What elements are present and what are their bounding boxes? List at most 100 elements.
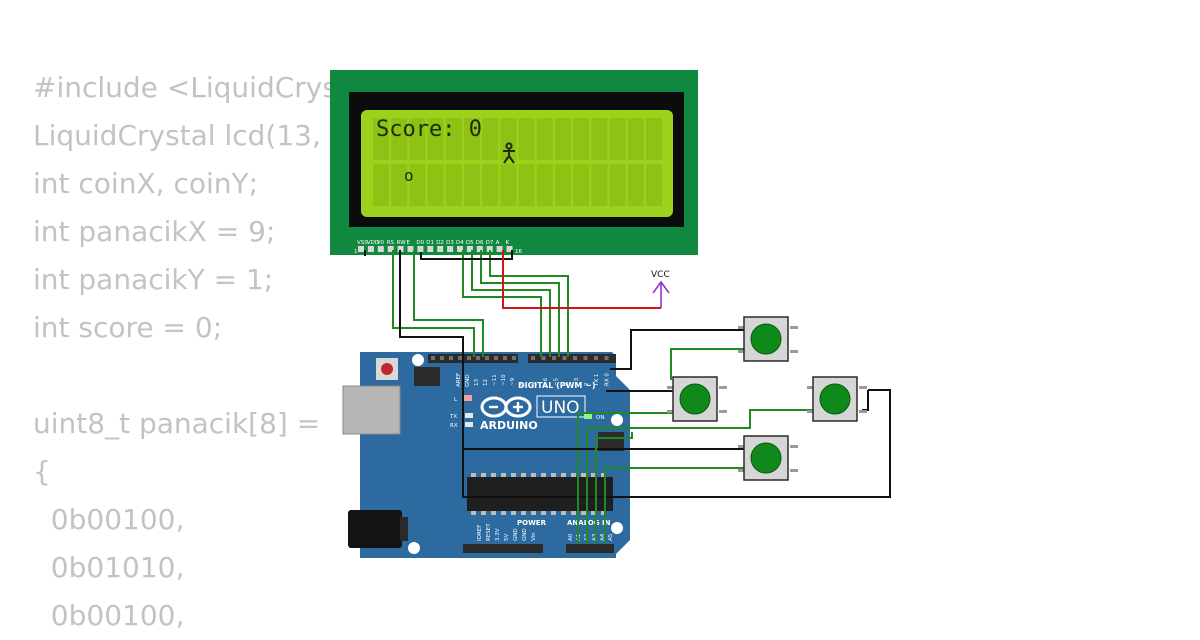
lcd-pin[interactable] [496, 246, 503, 252]
power-header[interactable] [463, 544, 543, 553]
digital-pin-label: 13 [474, 379, 480, 386]
lcd-pin[interactable] [407, 246, 414, 252]
lcd-pin[interactable] [476, 246, 483, 252]
chip-pin [551, 511, 556, 515]
push-button-4[interactable] [738, 435, 798, 481]
l-led-label: L [454, 397, 458, 403]
lcd-pin[interactable] [397, 246, 404, 252]
lcd-pin[interactable] [466, 246, 473, 252]
button-cap[interactable] [750, 323, 782, 355]
chip-pin [571, 473, 576, 477]
lcd-pin[interactable] [447, 246, 454, 252]
uno-box [536, 395, 586, 418]
lcd-char-cell [500, 164, 517, 206]
lcd-char-cell [646, 164, 662, 206]
lcd-pin[interactable] [358, 246, 364, 252]
pin-hole [458, 356, 462, 360]
digital-label: DIGITAL (PWM ~) [518, 381, 596, 390]
button-leg [667, 410, 675, 413]
lcd-char-cell [518, 118, 535, 160]
analog-header[interactable] [566, 544, 614, 553]
chip-pin [491, 511, 496, 515]
lcd-char-cell [591, 118, 608, 160]
button-leg [807, 386, 815, 389]
aref-label: AREF [456, 373, 462, 387]
power-pin-label: RESET [486, 523, 492, 541]
wire-lcd-rw [399, 250, 891, 498]
digital-header-left[interactable] [428, 354, 518, 363]
chip-pin [561, 473, 566, 477]
analog-label: ANALOG IN [567, 519, 611, 527]
button-cap[interactable] [819, 383, 851, 415]
lcd-score-text: Score: 0 [376, 117, 482, 142]
lcd-char-cell [573, 164, 590, 206]
button-cap[interactable] [750, 442, 782, 474]
l-led [463, 395, 472, 401]
lcd-char-cell [518, 164, 535, 206]
lcd-pin[interactable] [367, 246, 374, 252]
digital-pin-label: ~6 [543, 377, 549, 386]
lcd-char-cell [609, 118, 626, 160]
chip-pin [501, 473, 506, 477]
lcd-pin[interactable] [417, 246, 424, 252]
lcd-pin[interactable] [437, 246, 444, 252]
push-button-2[interactable] [667, 376, 727, 422]
code-line: int panacikX = 9; [33, 215, 276, 248]
pin-hole [467, 356, 471, 360]
uno-label: UNO [541, 398, 580, 418]
button-leg [790, 350, 798, 353]
lcd-pin[interactable] [506, 246, 513, 252]
lcd-char-cell [445, 118, 462, 160]
lcd-pin[interactable] [377, 246, 384, 252]
pin-hole [562, 356, 567, 360]
push-button-1[interactable] [738, 316, 798, 362]
chip-pin [541, 511, 546, 515]
power-pin-label: IOREF [477, 525, 483, 541]
lcd-pin-label: VSS [357, 240, 368, 246]
on-label: ON [596, 415, 604, 421]
lcd-char-cell [536, 118, 553, 160]
pin-hole [494, 356, 498, 360]
button-leg [738, 350, 746, 353]
lcd-char-cell [627, 164, 644, 206]
mount-hole-1 [412, 354, 424, 366]
digital-header-right[interactable] [528, 354, 616, 363]
lcd-char-cell [482, 164, 499, 206]
reset-button[interactable] [381, 363, 393, 375]
push-button-3[interactable] [807, 376, 867, 422]
lcd-pin-last: 16 [515, 249, 522, 255]
lcd-pin[interactable] [427, 246, 434, 252]
chip-pin [571, 511, 576, 515]
digital-pin-label: ~10 [501, 374, 507, 386]
lcd-pin[interactable] [387, 246, 394, 252]
chip-pin [591, 511, 596, 515]
code-line: 0b00100, [33, 503, 185, 536]
lcd-pin[interactable] [486, 246, 493, 252]
lcd-char-cell [373, 118, 389, 160]
lcd-char-cell [536, 164, 553, 206]
lcd-char-cell [445, 164, 462, 206]
lcd-char-cell [409, 164, 426, 206]
vcc-terminal[interactable]: VCC [651, 270, 670, 308]
mount-hole-4 [611, 522, 623, 534]
code-line: int coinX, coinY; [33, 167, 259, 200]
button-cap[interactable] [679, 383, 711, 415]
on-led [584, 413, 592, 419]
lcd-pin-label: D4 [456, 240, 464, 246]
pin-hole [573, 356, 577, 360]
button-leg [738, 326, 746, 329]
digital-pin-label: ~5 [553, 377, 559, 386]
lcd-pin[interactable] [457, 246, 463, 252]
wire-btn4-a3 [604, 467, 746, 544]
button-leg [738, 445, 746, 448]
lcd-char-cell [427, 118, 444, 160]
digital-pin-label: 4 [564, 382, 570, 386]
lcd-coin-glyph: o [404, 166, 414, 185]
pin-hole [604, 356, 609, 360]
chip-pin [551, 473, 556, 477]
button-leg [667, 386, 675, 389]
